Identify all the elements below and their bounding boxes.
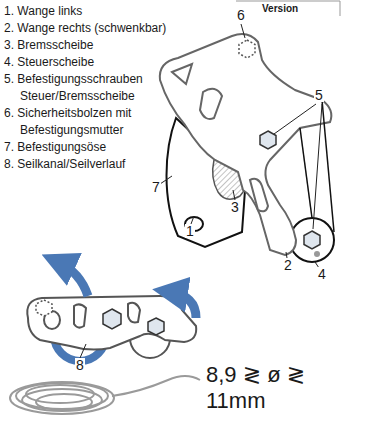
callout-number: 2 xyxy=(283,258,293,272)
dimension-label: 8,9 ≷ ø ≷ 11mm xyxy=(206,362,368,414)
callout-number: 3 xyxy=(230,200,240,214)
legend-item: 2. Wange rechts (schwenkbar) xyxy=(4,20,200,37)
legend-item: 3. Bremsscheibe xyxy=(4,37,180,54)
callout-number: 7 xyxy=(151,180,161,194)
callout-number: 4 xyxy=(317,267,327,281)
legend-item: 8. Seilkanal/Seilverlauf xyxy=(4,156,190,173)
callout-number: 6 xyxy=(236,8,246,22)
version-label: Version xyxy=(262,3,298,14)
callout-number: 5 xyxy=(314,88,324,102)
legend-item: 7. Befestigungsöse xyxy=(4,139,180,156)
legend-item: 1. Wange links xyxy=(4,3,180,20)
legend-item: 6. Sicherheitsbolzen mit Befestigungsmut… xyxy=(4,105,180,139)
legend-item: 5. Befestigungsschrauben Steuer/Bremssch… xyxy=(4,71,180,105)
callout-number: 8 xyxy=(75,358,85,372)
callout-number: 1 xyxy=(185,224,195,238)
legend-item: 4. Steuerscheibe xyxy=(4,54,180,71)
